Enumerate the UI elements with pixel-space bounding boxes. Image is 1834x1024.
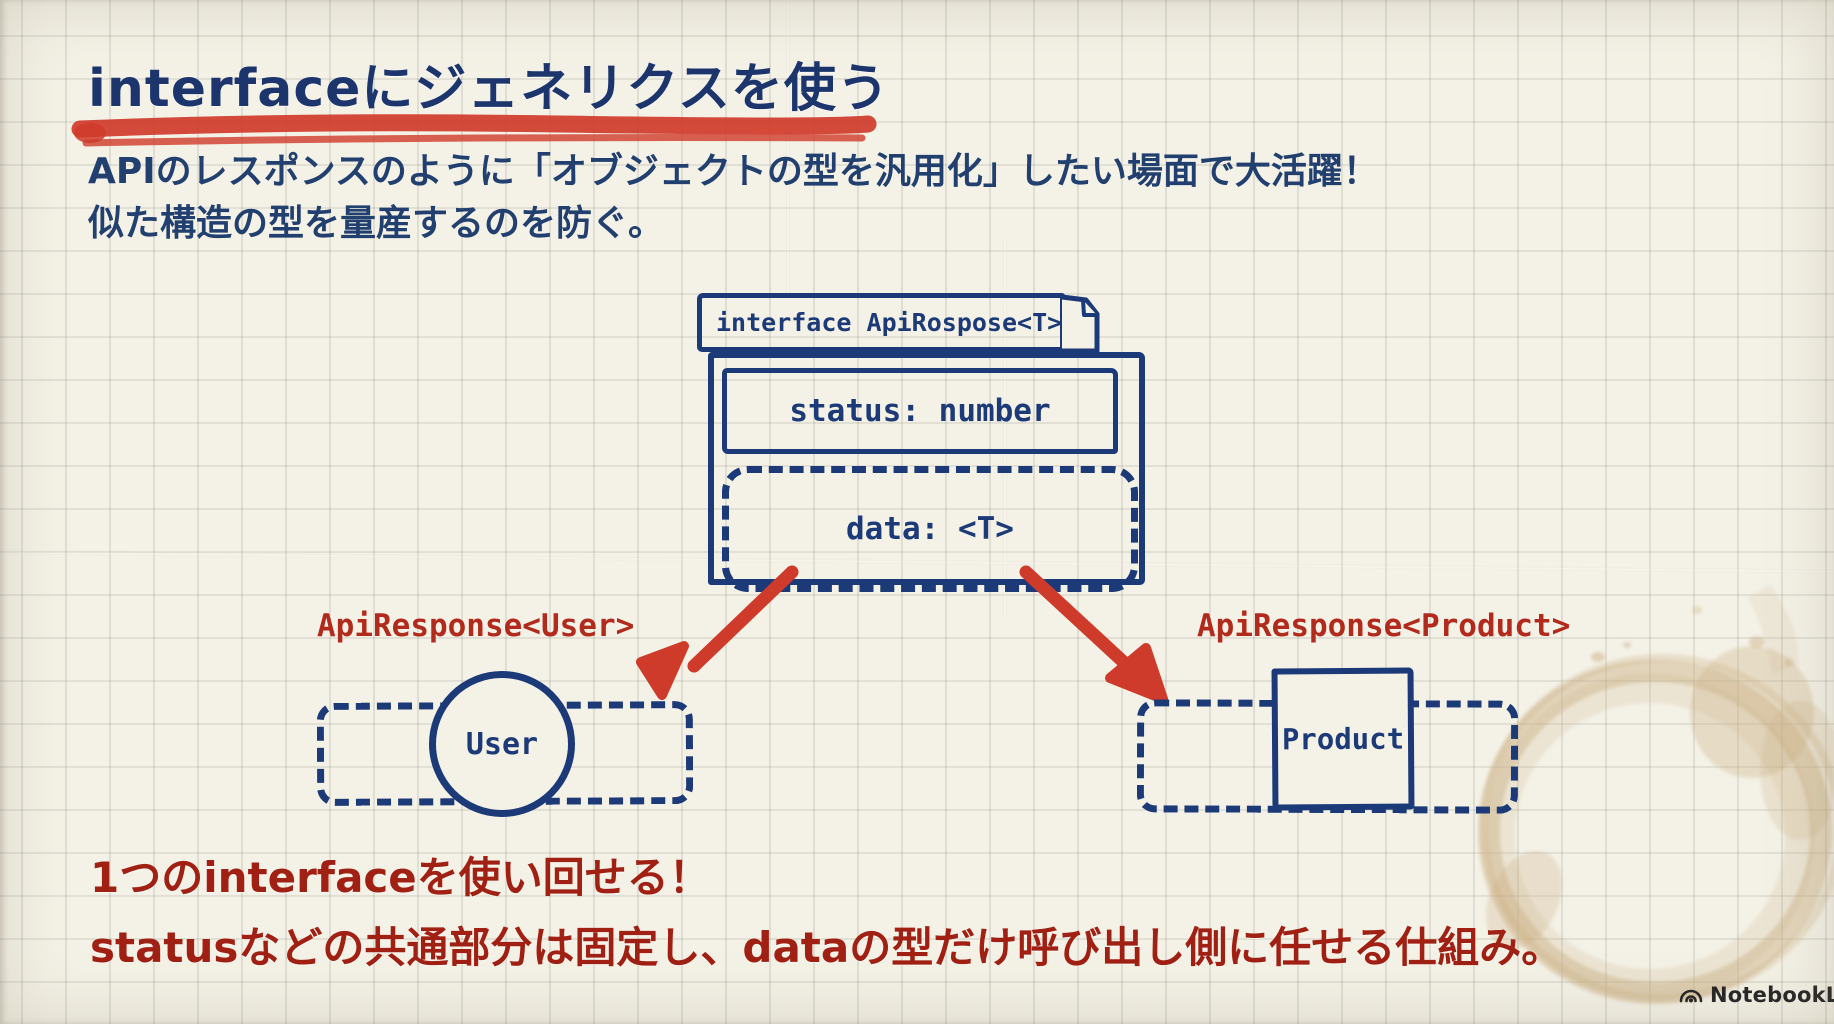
- conclusion-line-1: 1つのinterfaceを使い回せる！: [90, 853, 711, 902]
- conclusion-text: 1つのinterfaceを使い回せる！ statusなどの共通部分は固定し、da…: [90, 843, 1563, 983]
- user-type-label: User: [465, 726, 539, 762]
- interface-header-label: interface ApiRospose<T>: [716, 308, 1063, 337]
- intro-line-2: 似た構造の型を量産するのを防ぐ。: [88, 203, 665, 244]
- product-type-square: Product: [1271, 667, 1415, 811]
- conclusion-line-2: statusなどの共通部分は固定し、dataの型だけ呼び出し側に任せる仕組み。: [90, 923, 1564, 972]
- notebooklm-icon: [1679, 989, 1703, 1003]
- intro-line-1: APIのレスポンスのように「オブジェクトの型を汎用化」したい場面で大活躍！: [88, 151, 1379, 192]
- status-field-label: status: number: [789, 393, 1051, 429]
- status-field-box: status: number: [722, 368, 1118, 454]
- product-type-label: Product: [1281, 721, 1405, 757]
- notebooklm-label: NotebookLM: [1710, 983, 1834, 1007]
- interface-header-box: interface ApiRospose<T>: [697, 293, 1065, 352]
- interface-body-box: [708, 352, 1145, 585]
- data-field-box: data: <T>: [722, 466, 1138, 592]
- intro-text: APIのレスポンスのように「オブジェクトの型を汎用化」したい場面で大活躍！ 似た…: [88, 146, 1488, 250]
- user-type-circle: User: [429, 671, 575, 817]
- left-instance-label: ApiResponse<User>: [317, 608, 635, 644]
- data-field-label: data: <T>: [846, 511, 1014, 547]
- right-instance-label: ApiResponse<Product>: [1197, 608, 1571, 644]
- page-title: interfaceにジェネリクスを使う: [88, 59, 890, 119]
- notebooklm-watermark: NotebookLM: [1678, 983, 1834, 1007]
